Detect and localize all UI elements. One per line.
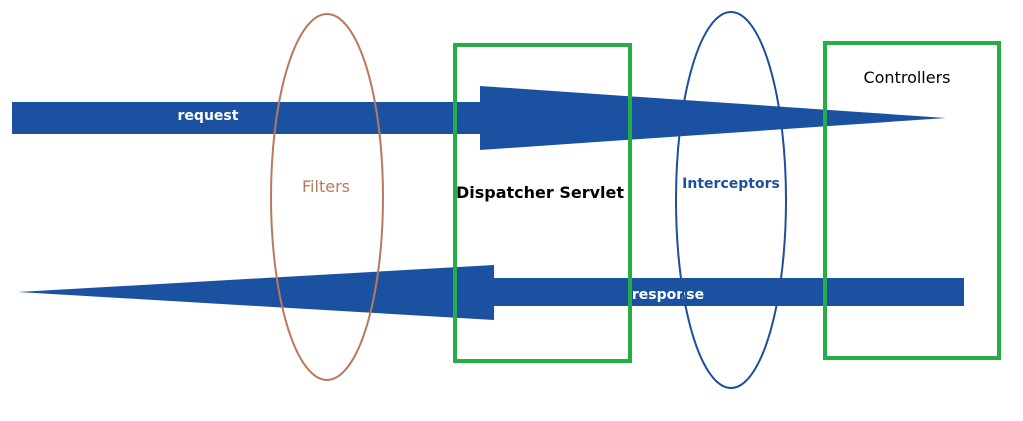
dispatcher-servlet-box: [453, 43, 632, 363]
dispatcher-servlet-label: Dispatcher Servlet: [456, 183, 624, 202]
controllers-label: Controllers: [863, 68, 950, 87]
interceptors-label: Interceptors: [682, 176, 780, 192]
filters-label: Filters: [302, 177, 350, 196]
response-arrow: [18, 265, 964, 320]
request-label: request: [178, 108, 239, 124]
response-label: response: [632, 287, 704, 303]
controllers-box: [823, 41, 1001, 360]
request-arrow: [12, 86, 946, 150]
interceptors-ellipse: [675, 11, 787, 389]
filters-ellipse: [270, 13, 384, 381]
